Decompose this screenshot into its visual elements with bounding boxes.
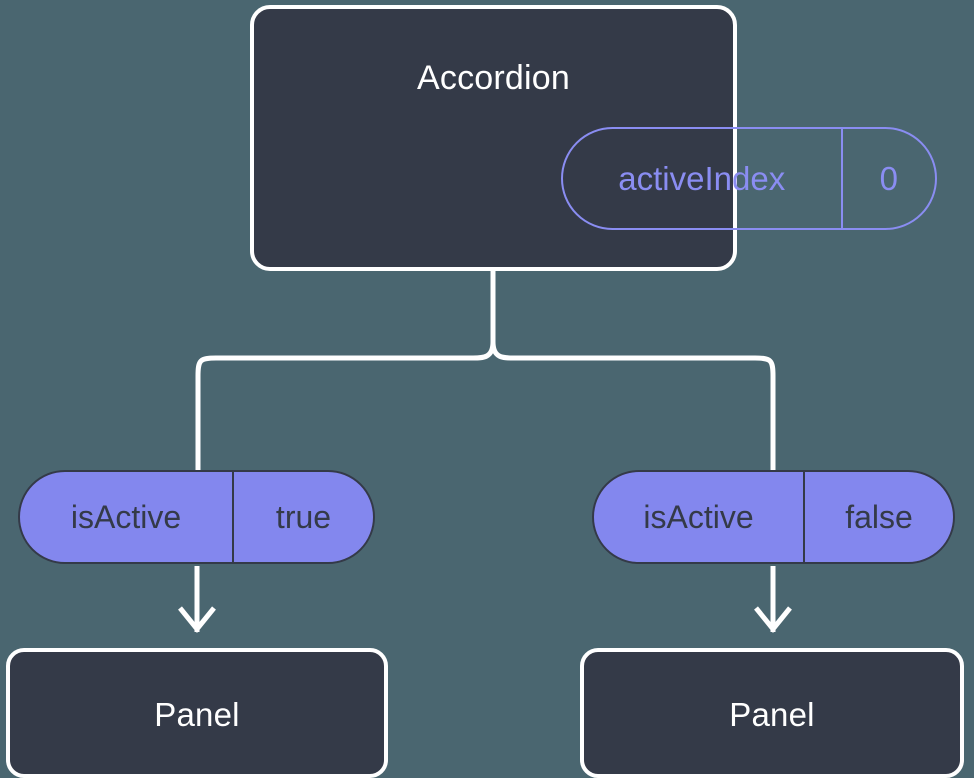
fork-branch-left xyxy=(195,341,496,470)
prop-pill-key-right: isActive xyxy=(643,498,754,535)
arrow-head-right xyxy=(754,606,792,633)
component-title-panel-right: Panel xyxy=(729,696,815,733)
arrow-head-left xyxy=(178,606,216,633)
state-pill-activeindex[interactable]: activeIndex 0 xyxy=(561,127,937,230)
prop-pill-isactive-false[interactable]: isActive false xyxy=(592,470,955,564)
component-title-accordion: Accordion xyxy=(417,59,570,97)
prop-pill-key-left: isActive xyxy=(70,498,182,535)
state-pill-value: 0 xyxy=(840,129,936,228)
component-node-panel-right[interactable]: Panel xyxy=(580,648,964,778)
component-node-accordion[interactable]: Accordion activeIndex 0 xyxy=(250,5,937,271)
component-title-panel-left: Panel xyxy=(154,696,240,733)
prop-pill-value-right: false xyxy=(803,472,953,562)
prop-pill-value-left: true xyxy=(232,472,373,562)
component-node-panel-left[interactable]: Panel xyxy=(6,648,388,778)
fork-branch-right xyxy=(490,341,776,470)
state-pill-key: activeIndex xyxy=(618,159,786,197)
prop-pill-isactive-true[interactable]: isActive true xyxy=(18,470,375,564)
